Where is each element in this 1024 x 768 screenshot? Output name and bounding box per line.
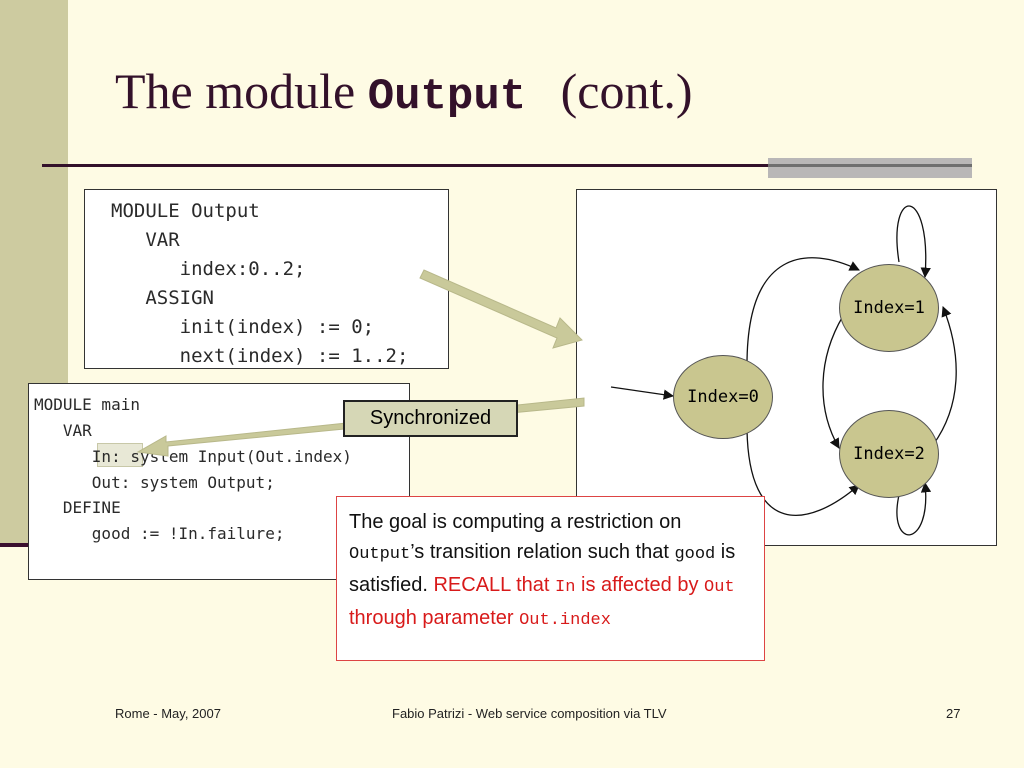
code-line: In: system Input(Out.index) xyxy=(34,447,352,466)
transition-1-to-2 xyxy=(822,315,844,449)
arrow-code-to-diagram xyxy=(419,269,583,349)
transition-0-to-1 xyxy=(746,257,860,366)
code-line: DEFINE xyxy=(34,498,121,517)
code-line: VAR xyxy=(111,229,180,251)
slide-title: The module Output (cont.) xyxy=(115,62,693,122)
self-loop-1 xyxy=(896,205,931,279)
synchronized-label: Synchronized xyxy=(343,400,518,437)
footer-date: Rome - May, 2007 xyxy=(115,706,221,721)
code-line: Out: system Output; xyxy=(34,473,275,492)
page-number: 27 xyxy=(946,706,961,721)
code-line: init(index) := 0; xyxy=(111,316,375,338)
self-loop-2 xyxy=(896,481,932,536)
explanation-note: The goal is computing a restriction on O… xyxy=(336,496,765,661)
code-line: next(index) := 1..2; xyxy=(111,345,409,367)
in-highlight xyxy=(97,443,143,467)
transition-0-to-2 xyxy=(746,429,860,516)
transition-arrows xyxy=(610,205,957,536)
title-code: Output xyxy=(367,72,527,122)
title-prefix: The module xyxy=(115,63,356,119)
code-line: MODULE Output xyxy=(111,200,260,222)
initial-arrow xyxy=(610,386,675,400)
transition-2-to-1 xyxy=(932,306,957,446)
state-index-0: Index=0 xyxy=(673,355,773,439)
code-line: good := !In.failure; xyxy=(34,524,285,543)
state-diagram: Index=0 Index=1 Index=2 xyxy=(576,189,997,546)
title-suffix: (cont.) xyxy=(560,63,693,119)
footer-author: Fabio Patrizi - Web service composition … xyxy=(392,706,667,721)
code-line: ASSIGN xyxy=(111,287,214,309)
state-index-1: Index=1 xyxy=(839,264,939,352)
output-module-code: MODULE Output VAR index:0..2; ASSIGN ini… xyxy=(84,189,449,369)
code-line: index:0..2; xyxy=(111,258,306,280)
code-line: VAR xyxy=(34,421,92,440)
code-line: MODULE main xyxy=(34,395,140,414)
state-index-2: Index=2 xyxy=(839,410,939,498)
title-rule xyxy=(42,164,970,167)
title-rule-accent xyxy=(768,158,972,178)
